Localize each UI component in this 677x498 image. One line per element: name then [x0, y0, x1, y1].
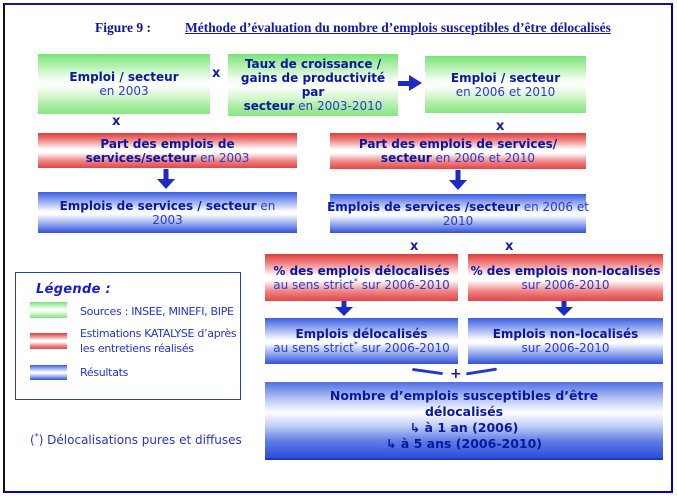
box-emplois-services-2006: Emplois de services /secteur en 2006 et … [327, 194, 589, 233]
figure-title: Méthode d’évaluation du nombre d’emplois… [185, 20, 611, 35]
text-line: sur 2006-2010 [521, 277, 610, 292]
footnote: (*) Délocalisations pures et diffuses [30, 432, 242, 448]
box-emploi-2006: Emploi / secteur en 2006 et 2010 [425, 56, 586, 113]
multiply-operator: x [505, 239, 514, 254]
box-part-services-2006: Part des emplois de services/ secteur en… [330, 133, 586, 169]
legend-box: Légende : Sources : INSEE, MINEFI, BIPE … [15, 272, 241, 400]
text-line: au sens strict* sur 2006-2010 [273, 340, 450, 356]
legend-swatch-blue [30, 365, 67, 380]
arrow-down-icon [553, 301, 575, 321]
box-emploi-2003: Emploi / secteur en 2003 [38, 54, 210, 114]
text-line: secteur en 2006 et 2010 [380, 151, 536, 165]
box-pct-delocalises: % des emplois délocalisés au sens strict… [265, 254, 458, 301]
asterisk-note: * [353, 276, 358, 286]
box-resultat: Nombre d’emplois susceptibles d’être dél… [265, 382, 663, 460]
text-line: Emplois non-localisés [492, 327, 639, 341]
text-line: ↳ à 1 an (2006) [409, 420, 519, 435]
page-border [3, 3, 673, 493]
legend-swatch-green [30, 302, 67, 318]
multiply-operator: x [212, 66, 221, 81]
text-line: secteur en 2003-2010 [243, 99, 383, 113]
box-part-services-2003: Part des emplois de services/secteur en … [38, 133, 297, 168]
legend-label-resultats: Résultats [80, 366, 129, 379]
text-line: gains de productivité [240, 71, 386, 85]
plus-operator: + [450, 366, 462, 382]
text-line: ↳ à 5 ans (2006-2010) [386, 436, 542, 451]
hook-arrow-icon: ↳ [409, 420, 421, 435]
box-pct-non-localises: % des emplois non-localisés sur 2006-201… [468, 254, 663, 301]
legend-label-estimations: Estimations KATALYSE d’après les entreti… [80, 327, 237, 355]
text-line: Emploi / secteur [69, 70, 179, 84]
text-line: Part des emplois de [100, 136, 235, 151]
figure-label: Figure 9 : [95, 20, 151, 35]
arrow-down-icon [155, 169, 177, 194]
box-emplois-delocalises: Emplois délocalisés au sens strict* sur … [265, 318, 458, 364]
arrow-down-icon [447, 170, 469, 195]
hook-arrow-icon: ↳ [386, 436, 397, 451]
multiply-operator: x [496, 119, 505, 134]
box-taux-croissance: Taux de croissance / gains de productivi… [228, 54, 398, 116]
box-emplois-non-localises: Emplois non-localisés sur 2006-2010 [468, 318, 663, 364]
text-line: % des emplois délocalisés [273, 263, 450, 278]
text-line: délocalisés [424, 404, 504, 419]
multiply-operator: x [112, 114, 121, 129]
text-line: Emplois de services / secteur en [59, 198, 276, 213]
text-line: en 2006 et 2010 [455, 84, 556, 99]
legend-title: Légende : [36, 282, 112, 297]
box-emplois-services-2003: Emplois de services / secteur en 2003 [38, 192, 297, 233]
arrow-right-icon [398, 74, 423, 96]
text-line: Emplois de services /secteur en 2006 et [327, 199, 589, 214]
multiply-operator: x [410, 239, 419, 254]
legend-swatch-red [30, 333, 67, 349]
text-line: en 2003 [99, 84, 149, 98]
text-line: Taux de croissance / [244, 57, 382, 71]
text-line: 2003 [152, 212, 183, 227]
text-line: sur 2006-2010 [521, 341, 610, 355]
text-line: Emplois délocalisés [295, 327, 428, 341]
legend-label-sources: Sources : INSEE, MINEFI, BIPE [80, 305, 234, 318]
arrow-down-icon [333, 301, 355, 321]
text-line: Part des emplois de services/ [358, 137, 558, 151]
text-line: au sens strict* sur 2006-2010 [273, 276, 450, 292]
text-line: % des emplois non-localisés [470, 263, 661, 278]
asterisk-note: * [34, 432, 39, 441]
text-line: services/secteur en 2003 [85, 150, 250, 165]
text-line: Nombre d’emplois susceptibles d’être [329, 388, 599, 403]
asterisk-note: * [353, 340, 358, 349]
text-line: Emploi / secteur [450, 70, 561, 85]
text-line: par [301, 85, 325, 99]
text-line: 2010 [442, 213, 474, 228]
